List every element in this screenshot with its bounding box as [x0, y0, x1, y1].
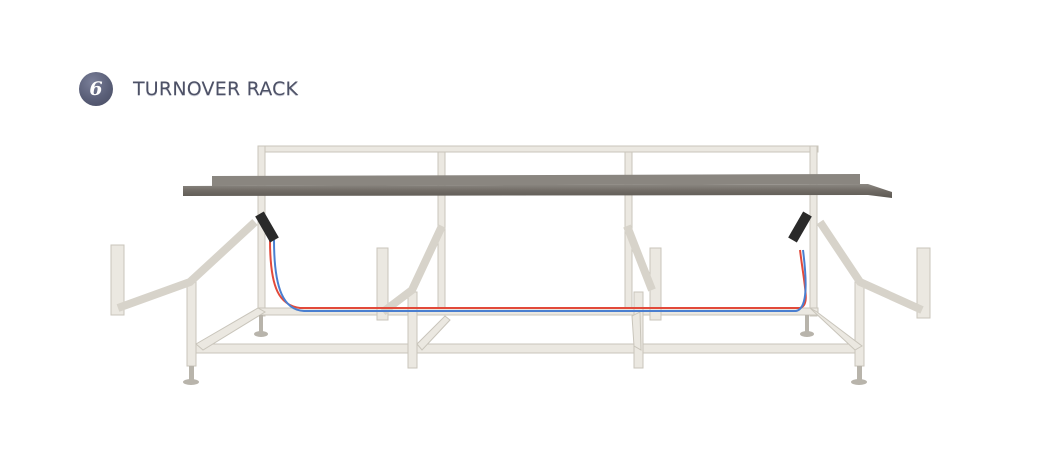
section-number: 6 [89, 78, 103, 100]
section-title: TURNOVER RACK [133, 78, 299, 100]
section-number-badge: 6 [79, 72, 113, 106]
section-header: 6 TURNOVER RACK [79, 72, 298, 106]
